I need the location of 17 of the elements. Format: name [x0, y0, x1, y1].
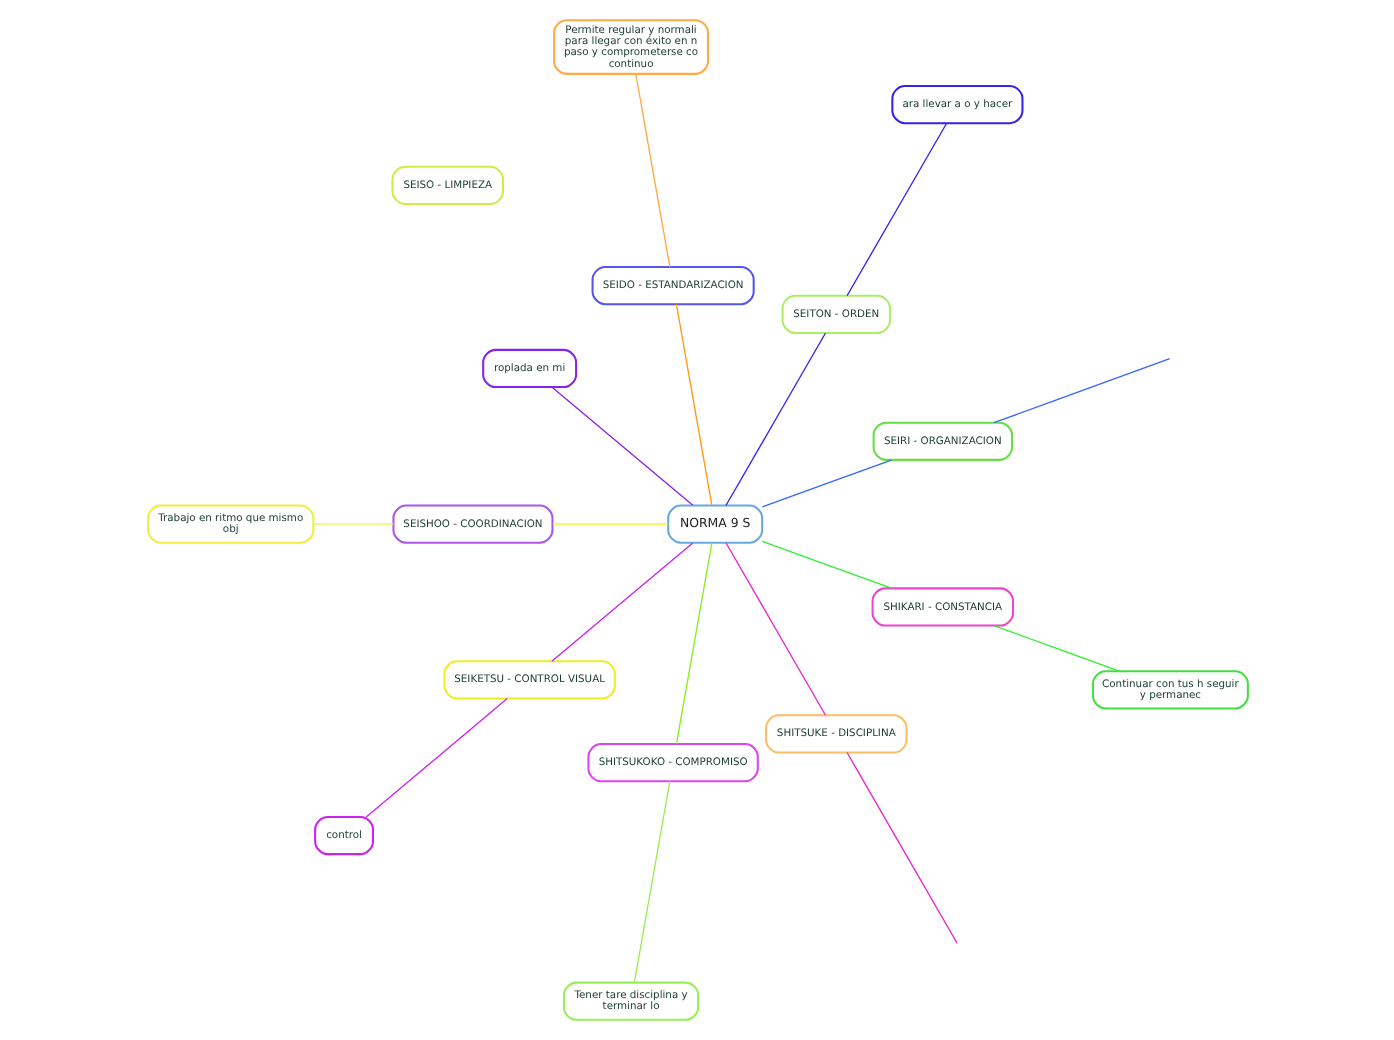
connector [550, 542, 693, 662]
connector [312, 523, 393, 525]
connector [674, 303, 712, 507]
connector [845, 751, 957, 944]
connector [760, 459, 891, 508]
connector [845, 122, 947, 297]
connector [674, 542, 712, 745]
connector [550, 386, 693, 507]
connector [724, 542, 826, 716]
connector [364, 697, 507, 818]
connector [634, 73, 670, 268]
connector [632, 780, 670, 984]
connector [760, 540, 891, 589]
connector [724, 332, 826, 507]
connector [551, 523, 668, 525]
connector [992, 624, 1119, 672]
connector [992, 358, 1170, 424]
